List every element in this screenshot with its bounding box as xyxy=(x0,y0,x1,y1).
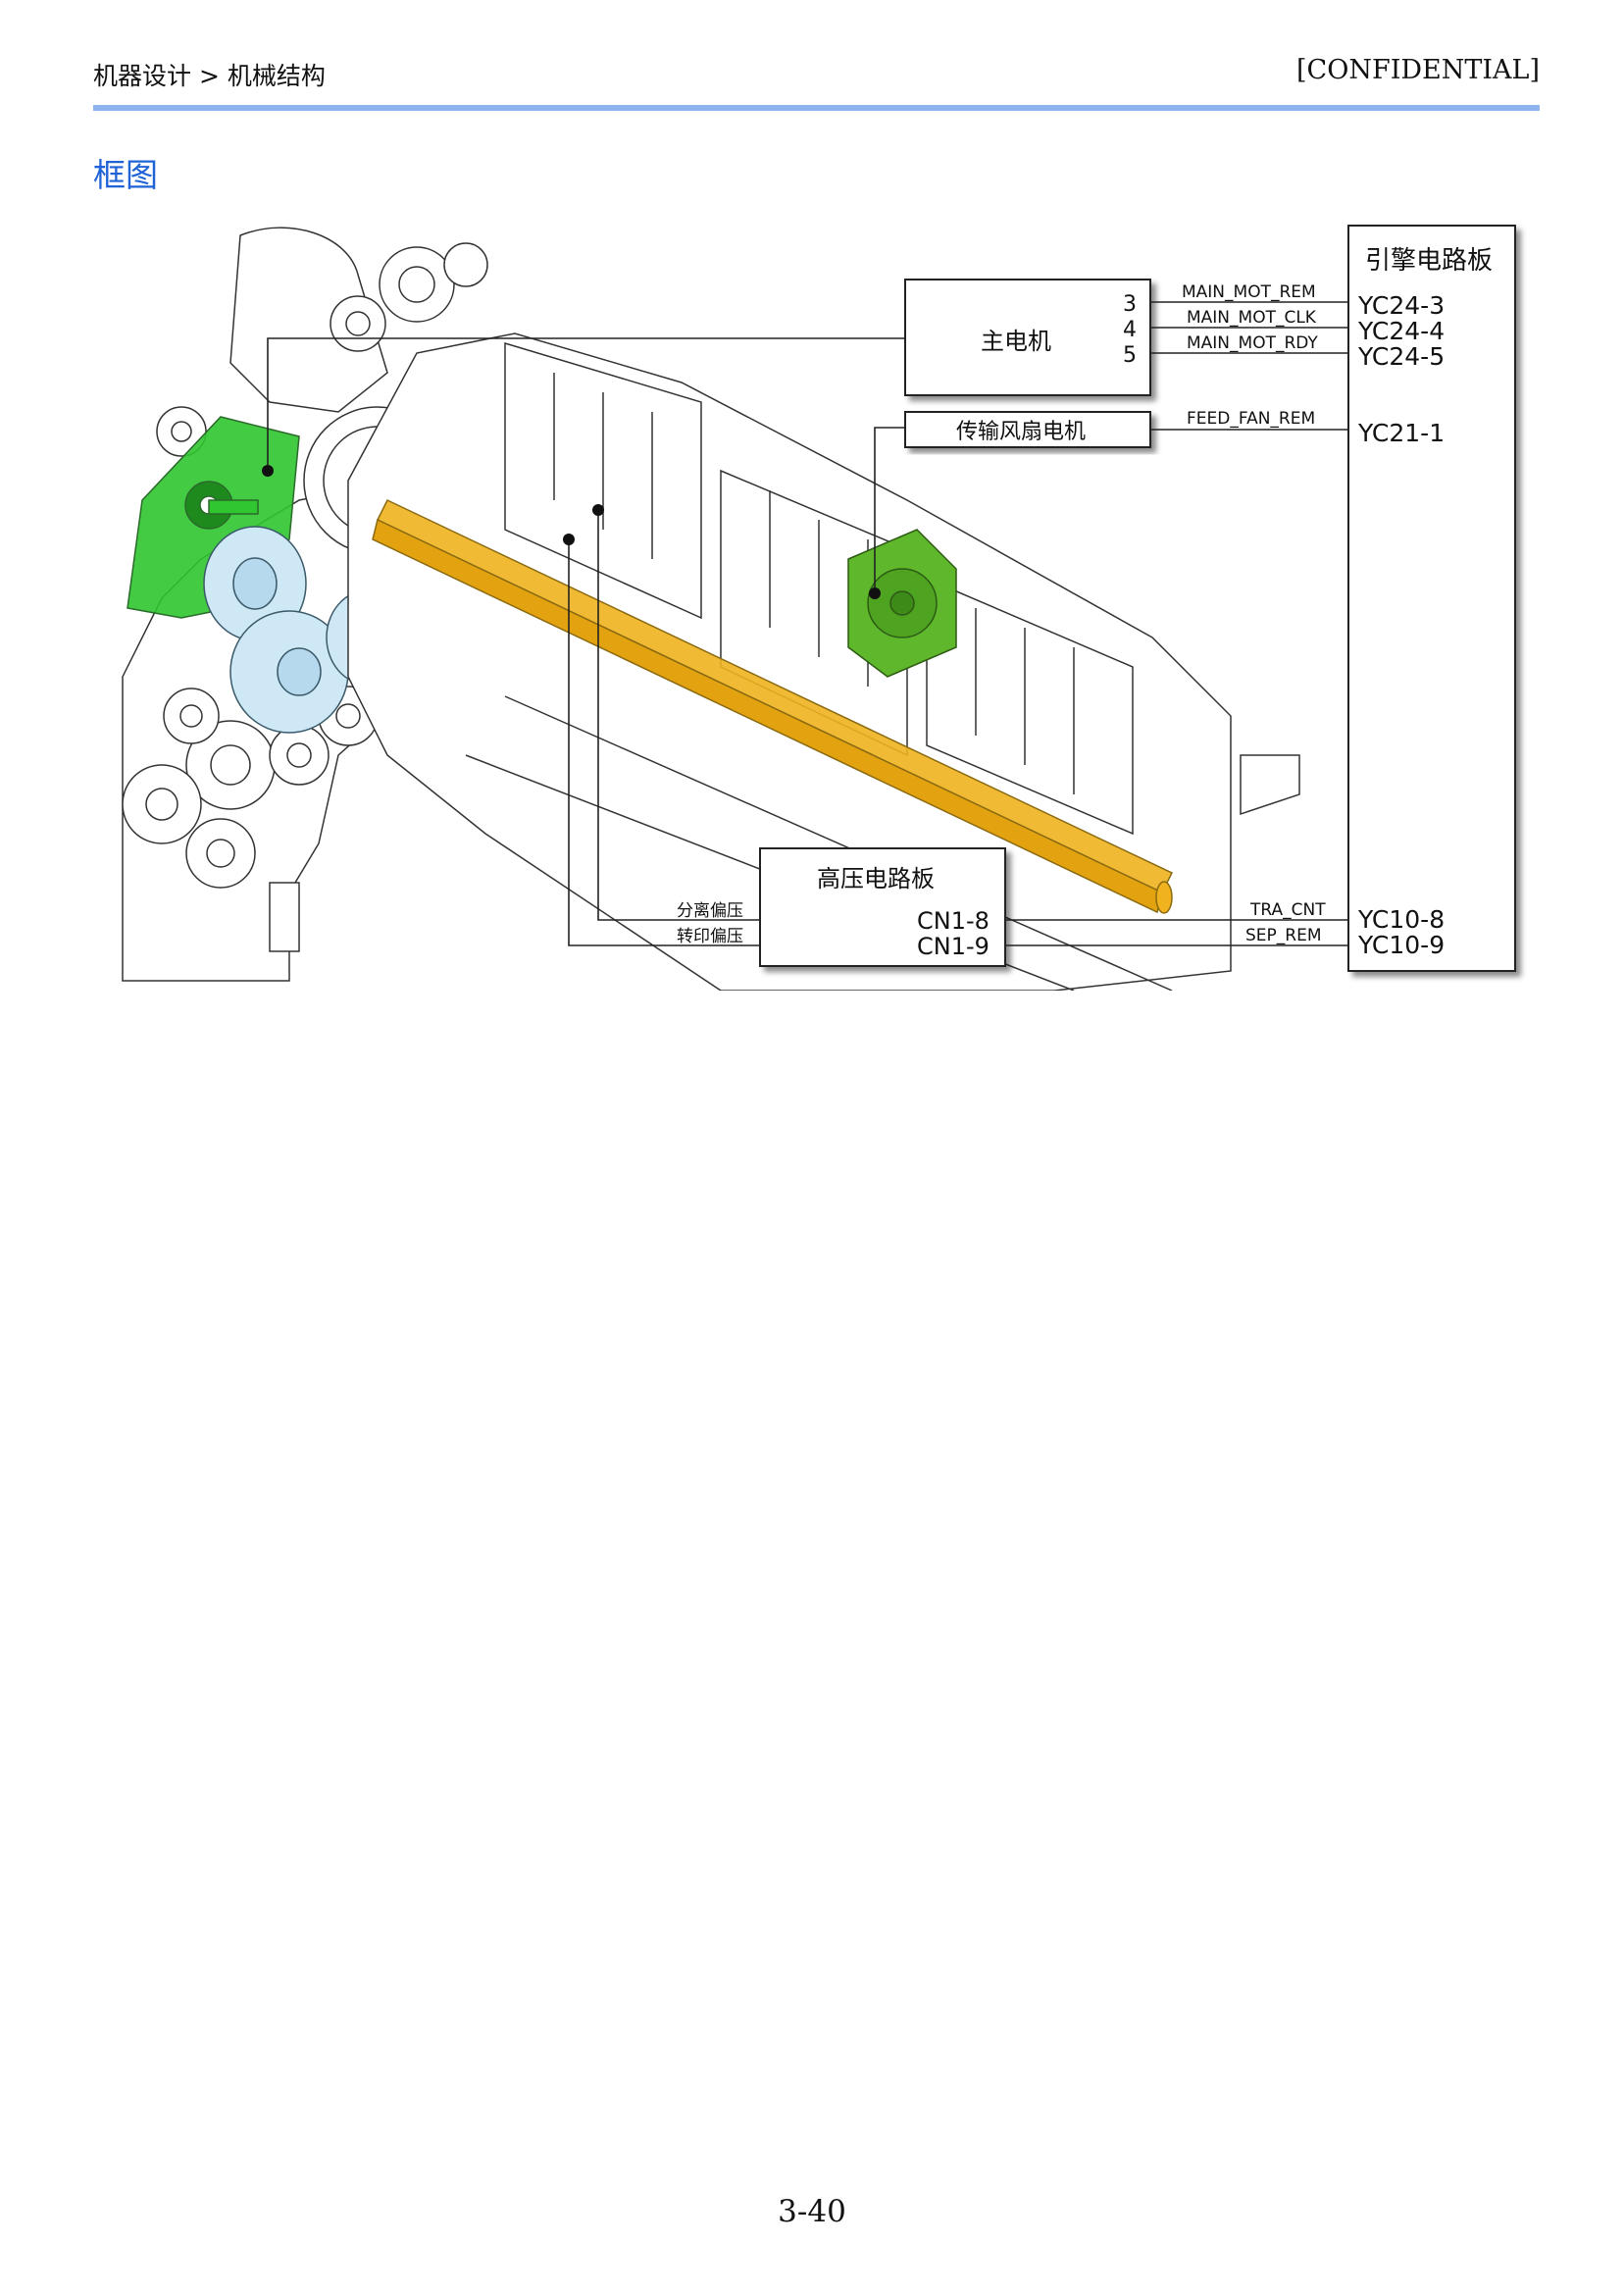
page-number: 3-40 xyxy=(778,2194,846,2229)
header-rule xyxy=(93,105,1540,111)
engine-board-box xyxy=(1347,225,1516,972)
roller-label: 转印偏压 xyxy=(677,927,743,946)
transfer-roller-highlight xyxy=(372,499,1174,914)
fan-motor-label: 传输风扇电机 xyxy=(956,420,1086,444)
confidential-label: [CONFIDENTIAL] xyxy=(1296,55,1540,85)
engine-pin: YC24-4 xyxy=(1357,317,1445,345)
breadcrumb: 机器设计 > 机械结构 xyxy=(93,62,326,90)
main-motor-box xyxy=(904,279,1151,396)
engine-pin: YC24-3 xyxy=(1357,291,1445,320)
signal-label: MAIN_MOT_RDY xyxy=(1187,333,1318,353)
signal-label: MAIN_MOT_CLK xyxy=(1187,308,1317,328)
engine-pin: YC21-1 xyxy=(1357,419,1445,447)
hv-board-box xyxy=(759,847,1006,967)
leader-dots xyxy=(262,465,881,599)
hv-pin: CN1-9 xyxy=(917,933,990,960)
hv-board-label: 高压电路板 xyxy=(817,865,935,892)
signal-label: MAIN_MOT_REM xyxy=(1182,282,1316,302)
signal-wires xyxy=(267,301,1348,946)
hv-pin: CN1-8 xyxy=(917,907,990,935)
engine-board-label: 引擎电路板 xyxy=(1365,246,1493,276)
engine-pin: YC10-9 xyxy=(1357,931,1445,959)
motor-pin: 4 xyxy=(1123,318,1137,342)
signal-label: FEED_FAN_REM xyxy=(1187,409,1315,429)
engine-pin: YC24-5 xyxy=(1357,342,1445,371)
signal-label: TRA_CNT xyxy=(1249,900,1326,920)
fan-highlight xyxy=(847,529,957,678)
engine-pin: YC10-8 xyxy=(1357,905,1445,934)
main-motor-label: 主电机 xyxy=(981,328,1051,355)
block-diagram: 引擎电路板 YC24-3 YC24-4 YC24-5 YC21-1 YC10-8… xyxy=(93,206,1540,991)
roller-label: 分离偏压 xyxy=(677,901,743,921)
motor-pin: 5 xyxy=(1123,343,1137,368)
section-title: 框图 xyxy=(93,156,158,194)
signal-label: SEP_REM xyxy=(1245,926,1322,945)
motor-pin: 3 xyxy=(1123,292,1137,317)
